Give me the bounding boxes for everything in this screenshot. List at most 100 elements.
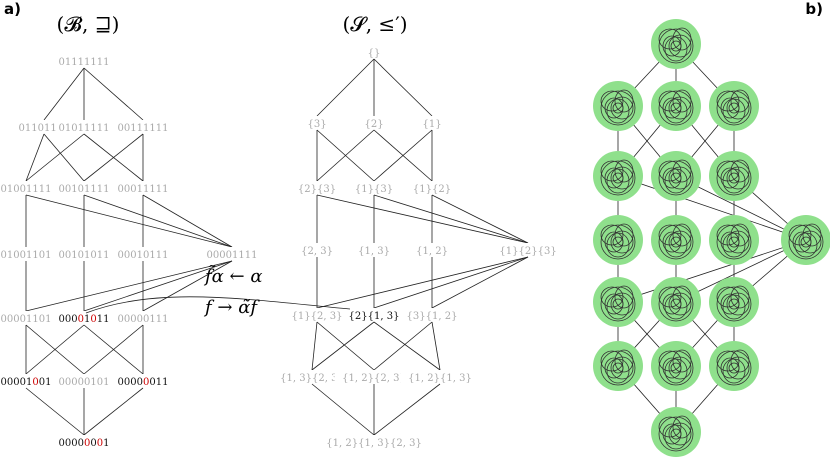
right-node-bg — [411, 181, 453, 194]
left-node: 00001001 — [1, 377, 52, 388]
left-edge — [83, 67, 144, 121]
right-edge — [316, 321, 375, 371]
left-node: 01111111 — [59, 57, 110, 68]
right-node: {2} — [364, 119, 383, 130]
left-node: 00000111 — [118, 314, 169, 325]
right-edge — [311, 321, 318, 371]
panel-b-node — [651, 215, 701, 265]
left-node-bg — [0, 311, 53, 324]
panel-b-node — [709, 215, 759, 265]
right-lattice: {}{3}{2}{1}{2}{3}{1}{3}{1}{2}{2, 3}{1, 3… — [272, 45, 558, 449]
right-node-bg — [287, 308, 347, 321]
panel-b-node — [593, 151, 643, 201]
right-edge — [373, 383, 441, 436]
right-node: {1}{3} — [355, 184, 393, 195]
right-node-bg — [411, 243, 453, 256]
right-node: {3}{1, 2} — [407, 311, 458, 322]
right-lattice-title: (𝓢, ≤′) — [342, 12, 407, 36]
panel-b-node — [709, 151, 759, 201]
panel-b-node — [651, 81, 701, 131]
right-node-bg — [402, 308, 462, 321]
right-node: {} — [368, 48, 381, 59]
right-node: {2, 3} — [301, 246, 333, 257]
left-node: 00101111 — [59, 184, 110, 195]
right-edge — [431, 194, 529, 244]
panel-b-node — [781, 215, 830, 265]
left-node-bg — [57, 181, 111, 194]
left-node: 01001111 — [1, 184, 52, 195]
left-edge — [83, 194, 233, 248]
panel-b-node — [651, 407, 701, 457]
right-node: {1}{2, 3} — [292, 311, 343, 322]
right-node-bg — [344, 308, 404, 321]
right-node-bg — [334, 370, 414, 383]
right-edge — [373, 321, 433, 371]
panel-b-node — [651, 19, 701, 69]
right-node-bg — [316, 435, 432, 448]
left-edge — [83, 133, 144, 182]
right-node: {2}{3} — [298, 184, 336, 195]
right-node: {1, 3}{2, 3} — [280, 373, 344, 384]
left-edge — [43, 67, 85, 121]
right-node: {1, 2} — [416, 246, 448, 257]
left-edge — [43, 133, 85, 182]
left-edge — [25, 260, 233, 312]
right-node-bg — [420, 116, 444, 129]
left-node: 00001011 — [59, 314, 110, 325]
panel-b-edge — [617, 239, 807, 303]
right-node-bg — [400, 370, 480, 383]
left-node-bg — [57, 374, 111, 387]
panel-b-node — [709, 81, 759, 131]
right-edge — [373, 321, 441, 371]
left-edge — [25, 194, 233, 248]
left-node-bg — [57, 247, 111, 260]
right-node-bg — [296, 243, 338, 256]
right-node: {1} — [422, 119, 441, 130]
left-node: 00010111 — [118, 250, 169, 261]
left-edge — [142, 260, 233, 312]
map-arc — [85, 296, 351, 314]
right-node-bg — [498, 243, 558, 256]
right-edge — [316, 58, 375, 117]
left-node: 01001101 — [1, 250, 52, 261]
left-node-bg — [116, 247, 170, 260]
right-node-bg — [296, 181, 338, 194]
right-edge — [373, 256, 529, 309]
left-edge — [25, 387, 85, 436]
right-edge — [311, 321, 375, 371]
right-node-bg — [272, 370, 352, 383]
panel-b-node — [651, 277, 701, 327]
left-node: 00011111 — [118, 184, 169, 195]
right-edge — [431, 321, 441, 371]
left-node-bg — [57, 54, 111, 67]
lattice-edges — [25, 58, 529, 436]
left-edge — [25, 133, 85, 182]
left-node-bg — [116, 120, 170, 133]
panel-a-label: a) — [4, 0, 21, 18]
panel-b-label: b) — [805, 0, 823, 18]
right-node-bg — [353, 181, 395, 194]
left-node-bg — [0, 247, 53, 260]
left-lattice-title: (𝓑, ⊒) — [57, 12, 120, 36]
left-node-bg — [57, 311, 111, 324]
right-node: {3} — [307, 119, 326, 130]
left-node-bg — [57, 435, 111, 448]
left-lattice: 0111111101101111010111110011111101001111… — [0, 54, 259, 449]
right-edge — [373, 129, 433, 182]
left-node: 00001101 — [1, 314, 52, 325]
panel-b-node — [709, 341, 759, 391]
panel-b-node — [709, 277, 759, 327]
right-node-bg — [353, 243, 395, 256]
right-node: {1, 2}{1, 3}{2, 3} — [326, 438, 422, 449]
left-node: 00000011 — [118, 377, 169, 388]
right-node: {2}{1, 3} — [349, 311, 400, 322]
right-edge — [431, 256, 529, 309]
map-label-top: f̃α ← α — [203, 264, 263, 287]
panel-b-node — [593, 81, 643, 131]
left-edge — [83, 324, 144, 375]
left-edge — [83, 387, 144, 436]
right-edge — [316, 256, 529, 309]
panel-b-node — [593, 277, 643, 327]
left-node: 00000001 — [59, 438, 110, 449]
left-node-bg — [116, 311, 170, 324]
